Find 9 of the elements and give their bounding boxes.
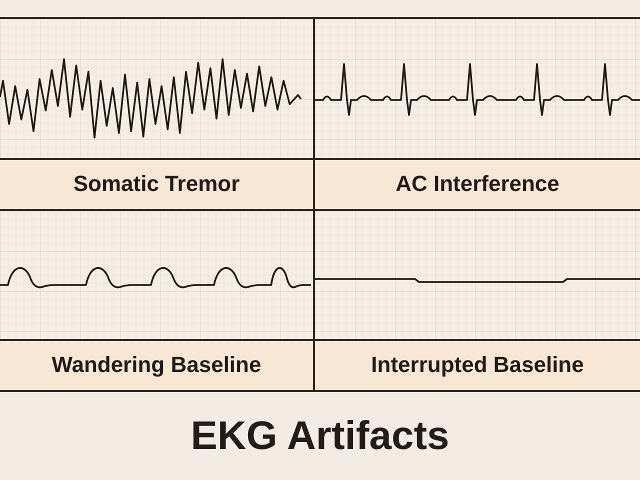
artifact-panel bbox=[0, 17, 313, 209]
panel-caption: Interrupted Baseline bbox=[371, 353, 584, 378]
panel-caption: Wandering Baseline bbox=[52, 353, 262, 378]
artifact-panel bbox=[313, 209, 640, 392]
panel-caption: AC Interference bbox=[396, 172, 560, 197]
panel-caption: Somatic Tremor bbox=[73, 172, 240, 197]
artifact-panel bbox=[313, 17, 640, 209]
artifact-panel bbox=[0, 209, 313, 392]
diagram-title: EKG Artifacts bbox=[190, 414, 450, 458]
